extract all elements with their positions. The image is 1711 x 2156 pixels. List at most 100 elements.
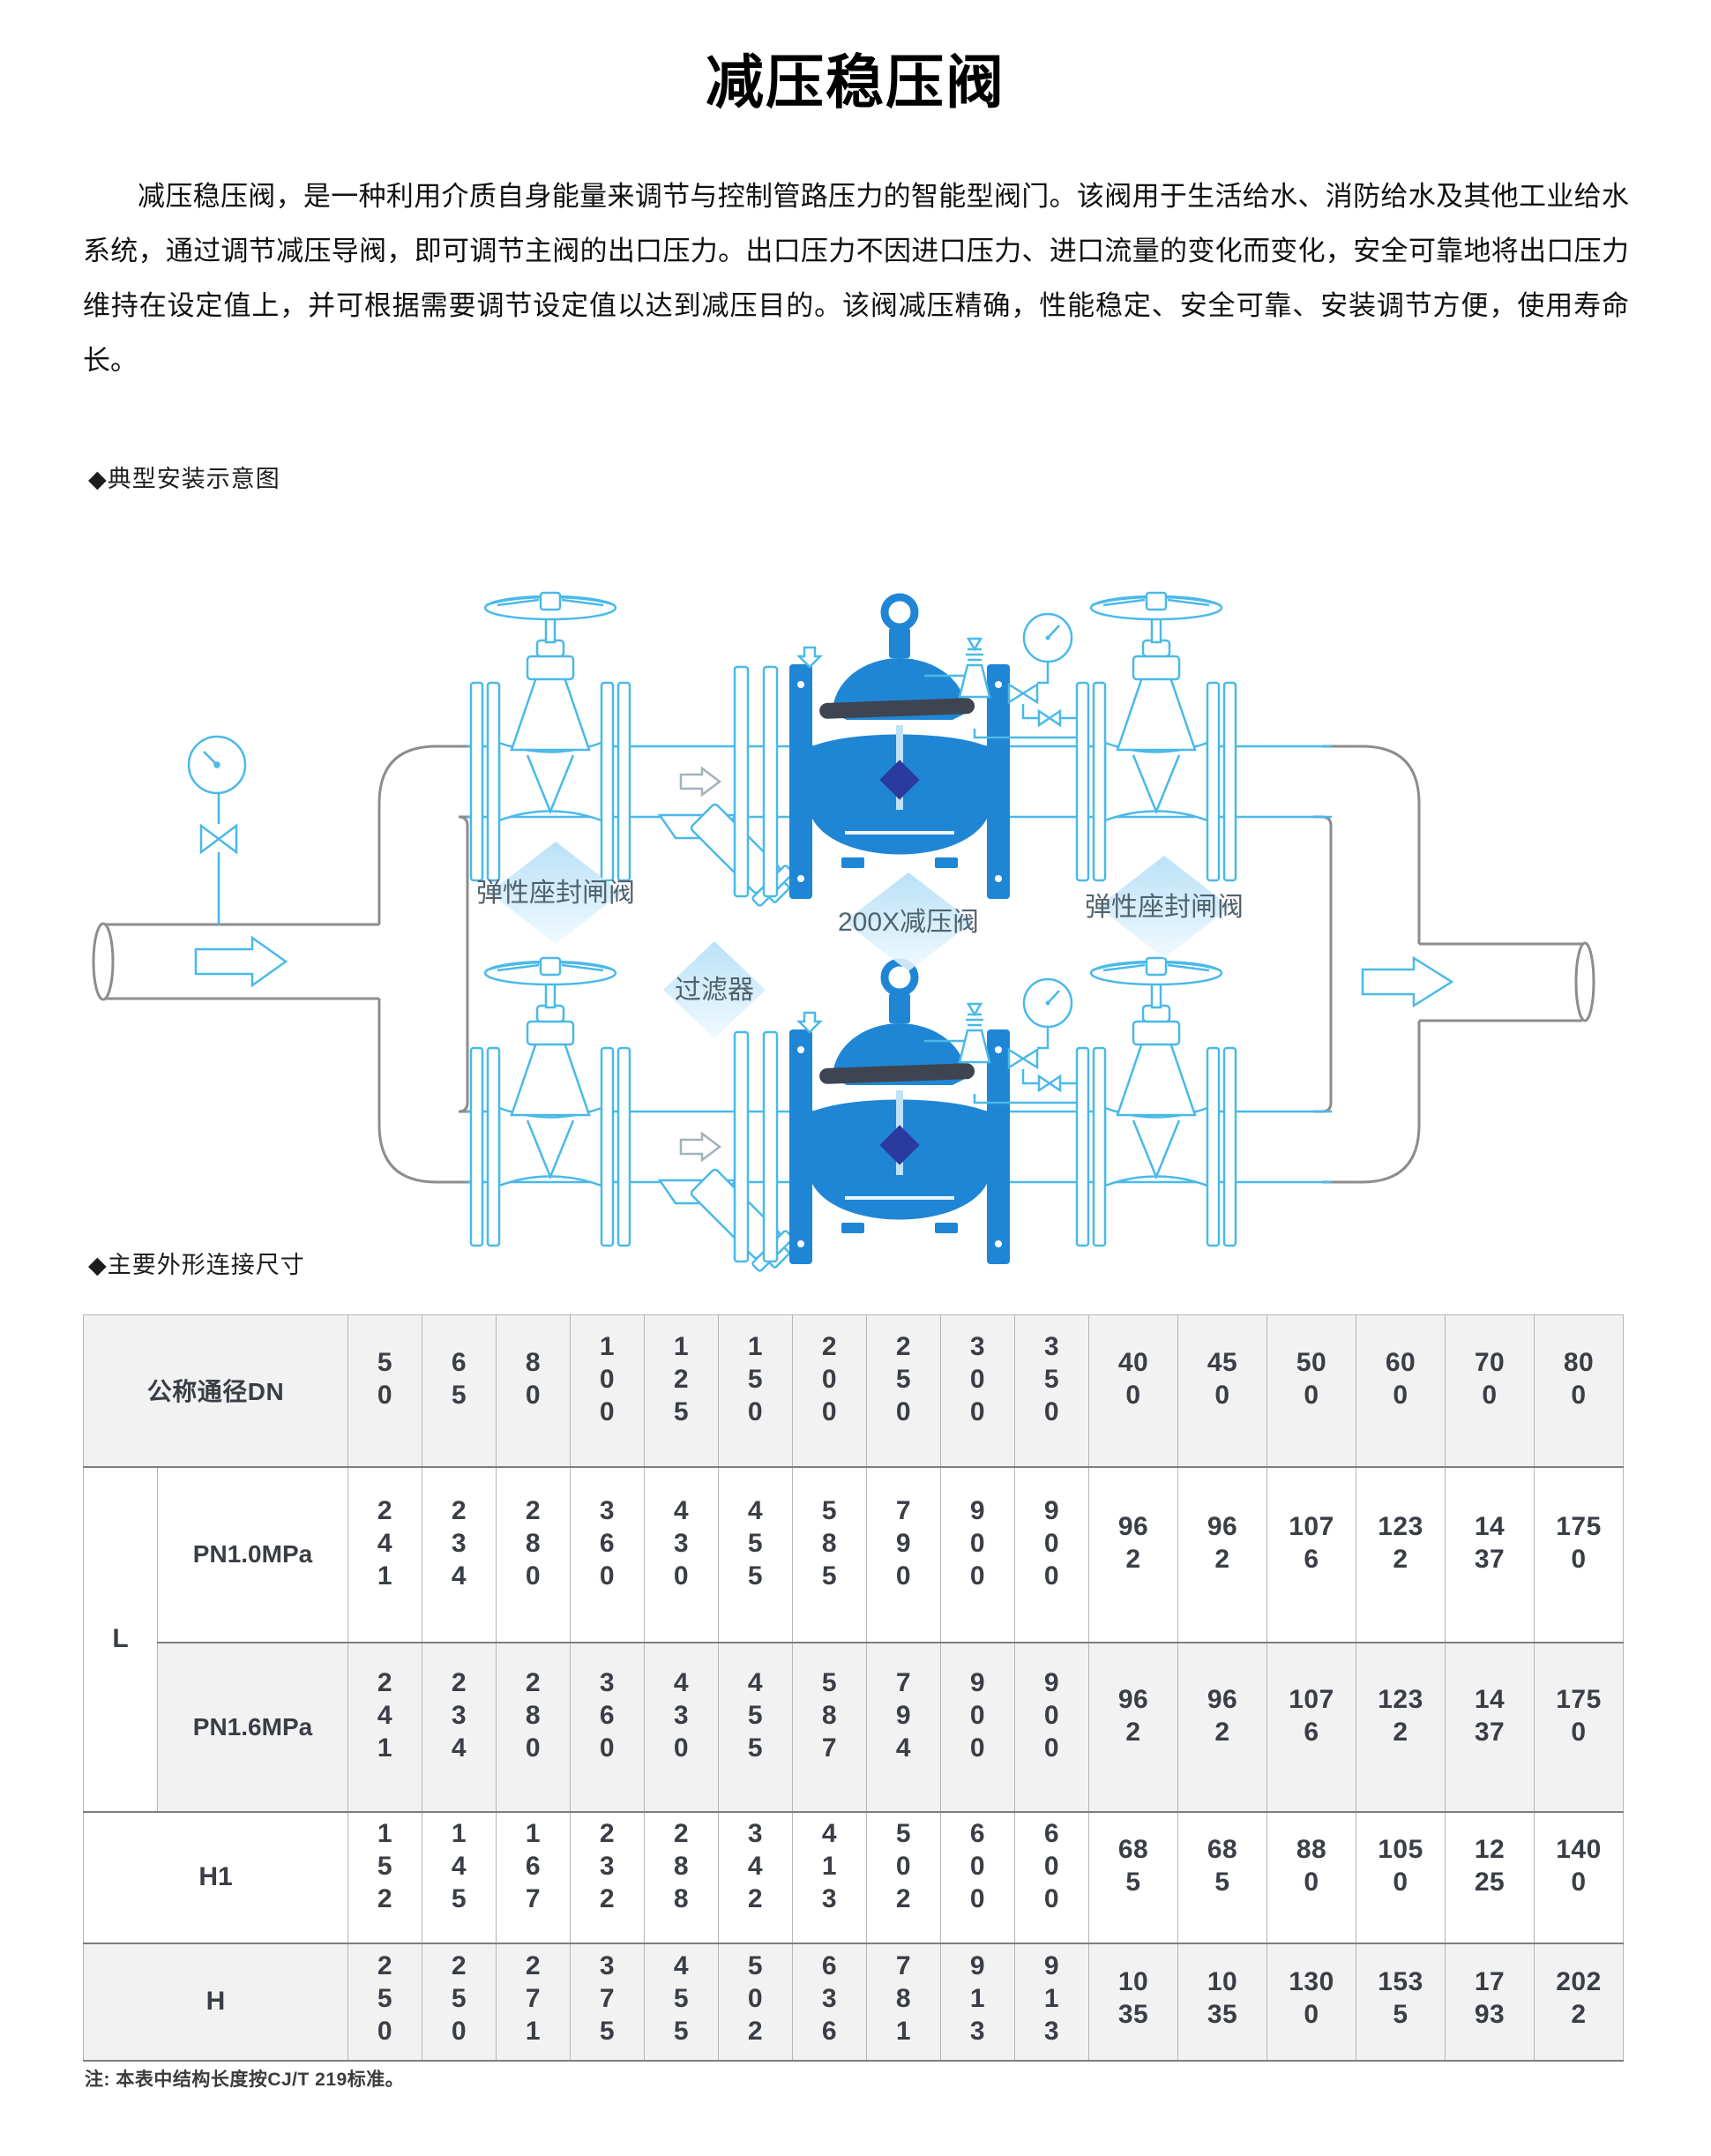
- dimension-cell: 6 0 0: [940, 1810, 1015, 1943]
- dimension-cell: 9 0 0: [940, 1641, 1015, 1812]
- dimension-cell: 2 4 1: [347, 1465, 422, 1643]
- dn-column-header: 8 0: [496, 1314, 571, 1467]
- dimension-cell: 1 5 2: [347, 1810, 422, 1943]
- row-label-pn10: PN1.0MPa: [156, 1465, 348, 1643]
- dimension-cell: 68 5: [1177, 1810, 1267, 1943]
- dimension-cell: 2 3 2: [570, 1810, 645, 1943]
- dimension-cell: 4 5 5: [644, 1942, 719, 2061]
- dn-column-header: 1 5 0: [718, 1314, 793, 1467]
- dimension-cell: 9 1 3: [1014, 1942, 1089, 2061]
- dimension-cell: 9 0 0: [1014, 1641, 1089, 1812]
- diagram-label-gate-valve-right: 弹性座封闸阀: [1085, 893, 1244, 922]
- dimension-cell: 10 35: [1088, 1942, 1178, 2061]
- dimension-cell: 96 2: [1088, 1465, 1178, 1643]
- column-header-dn: 公称通径DN: [82, 1314, 348, 1467]
- flow-arrow-inlet-icon: [194, 935, 288, 988]
- dimension-cell: 5 0 2: [718, 1942, 793, 2061]
- diagram-labels: 弹性座封闸阀 200X减压阀 弹性座封闸阀 过滤器: [476, 842, 1244, 1038]
- dimension-cell: 2 5 0: [347, 1942, 422, 2061]
- dimension-cell: 202 2: [1534, 1942, 1624, 2061]
- dimension-cell: 130 0: [1266, 1942, 1356, 2061]
- dimension-cell: 1 4 5: [422, 1810, 497, 1943]
- dimension-cell: 3 6 0: [570, 1465, 645, 1643]
- dimension-cell: 14 37: [1445, 1641, 1535, 1812]
- dn-column-header: 2 5 0: [866, 1314, 941, 1467]
- dimension-cell: 7 9 4: [866, 1641, 941, 1812]
- dimension-cell: 68 5: [1088, 1810, 1178, 1943]
- dimension-cell: 4 1 3: [792, 1810, 867, 1943]
- upper-branch: [467, 593, 1332, 912]
- label-diamond: [489, 842, 622, 944]
- dimension-cell: 4 5 5: [718, 1465, 793, 1643]
- diagram-label-strainer: 过滤器: [675, 976, 754, 1005]
- dimension-cell: 4 3 0: [644, 1465, 719, 1643]
- pipe-end-cap: [1574, 941, 1595, 1022]
- dimension-cell: 17 93: [1445, 1942, 1535, 2061]
- dimension-cell: 14 37: [1445, 1465, 1535, 1643]
- table-footnote: 注: 本表中结构长度按CJ/T 219标准。: [85, 2070, 405, 2090]
- dimension-cell: 2 4 1: [347, 1641, 422, 1812]
- dimension-cell: 5 8 5: [792, 1465, 867, 1643]
- dimension-cell: 1 6 7: [496, 1810, 571, 1943]
- flow-arrow-outlet-icon: [1361, 955, 1454, 1008]
- row-label-h: H: [82, 1942, 348, 2061]
- dimension-cell: 105 0: [1356, 1810, 1446, 1943]
- dimension-cell: 2 8 8: [644, 1810, 719, 1943]
- label-diamond: [844, 872, 973, 971]
- row-group-label-l: L: [83, 1465, 158, 1812]
- pipe-network: [102, 745, 1582, 1184]
- dimension-cell: 107 6: [1266, 1465, 1356, 1643]
- shutoff-valve-glyph: [199, 823, 238, 855]
- dn-column-header: 5 0: [347, 1314, 422, 1467]
- dn-column-header: 80 0: [1534, 1314, 1624, 1467]
- dimension-cell: 9 0 0: [1014, 1465, 1089, 1643]
- dn-column-header: 50 0: [1266, 1314, 1356, 1467]
- dimension-cell: 123 2: [1356, 1465, 1446, 1643]
- page-title: 减压稳压阀: [706, 51, 1005, 116]
- dimension-cell: 7 8 1: [866, 1942, 941, 2061]
- row-label-h1: H1: [82, 1810, 348, 1943]
- dimension-cell: 3 4 2: [718, 1810, 793, 1943]
- dn-column-header: 3 0 0: [940, 1314, 1015, 1467]
- dimension-cell: 153 5: [1356, 1942, 1446, 2061]
- section-heading-installation: ◆典型安装示意图: [88, 466, 280, 492]
- dimension-cell: 175 0: [1534, 1641, 1624, 1812]
- pipe-end-cap: [92, 922, 115, 1001]
- dimension-cell: 88 0: [1266, 1810, 1356, 1943]
- dimension-cell: 123 2: [1356, 1641, 1446, 1812]
- dimension-cell: 107 6: [1266, 1641, 1356, 1812]
- dn-column-header: 1 2 5: [644, 1314, 719, 1467]
- dimension-cell: 96 2: [1177, 1465, 1267, 1643]
- dn-column-header: 1 0 0: [570, 1314, 645, 1467]
- dimension-cell: 7 9 0: [866, 1465, 941, 1643]
- intro-paragraph: 减压稳压阀，是一种利用介质自身能量来调节与控制管路压力的智能型阀门。该阀用于生活…: [83, 181, 1629, 376]
- inlet-gauge-assembly: [187, 735, 247, 925]
- dn-column-header: 70 0: [1445, 1314, 1535, 1467]
- dimension-cell: 96 2: [1088, 1641, 1178, 1812]
- installation-diagram: 弹性座封闸阀 200X减压阀 弹性座封闸阀 过滤器: [92, 529, 1595, 1288]
- dn-column-header: 60 0: [1356, 1314, 1446, 1467]
- dimension-cell: 5 8 7: [792, 1641, 867, 1812]
- lower-branch: [467, 958, 1332, 1277]
- dn-column-header: 3 5 0: [1014, 1314, 1089, 1467]
- dimension-cell: 4 5 5: [718, 1641, 793, 1812]
- dimension-cell: 3 7 5: [570, 1942, 645, 2061]
- dimension-cell: 6 3 6: [792, 1942, 867, 2061]
- dn-column-header: 40 0: [1088, 1314, 1178, 1467]
- dimension-cell: 12 25: [1445, 1810, 1535, 1943]
- dimension-cell: 2 8 0: [496, 1465, 571, 1643]
- dimension-cell: 2 8 0: [496, 1641, 571, 1812]
- dimension-cell: 2 5 0: [422, 1942, 497, 2061]
- dimension-cell: 2 3 4: [422, 1465, 497, 1643]
- dn-column-header: 45 0: [1177, 1314, 1267, 1467]
- dimension-cell: 96 2: [1177, 1641, 1267, 1812]
- label-diamond: [663, 941, 766, 1038]
- dn-column-header: 2 0 0: [792, 1314, 867, 1467]
- diagram-label-gate-valve-left: 弹性座封闸阀: [476, 879, 635, 908]
